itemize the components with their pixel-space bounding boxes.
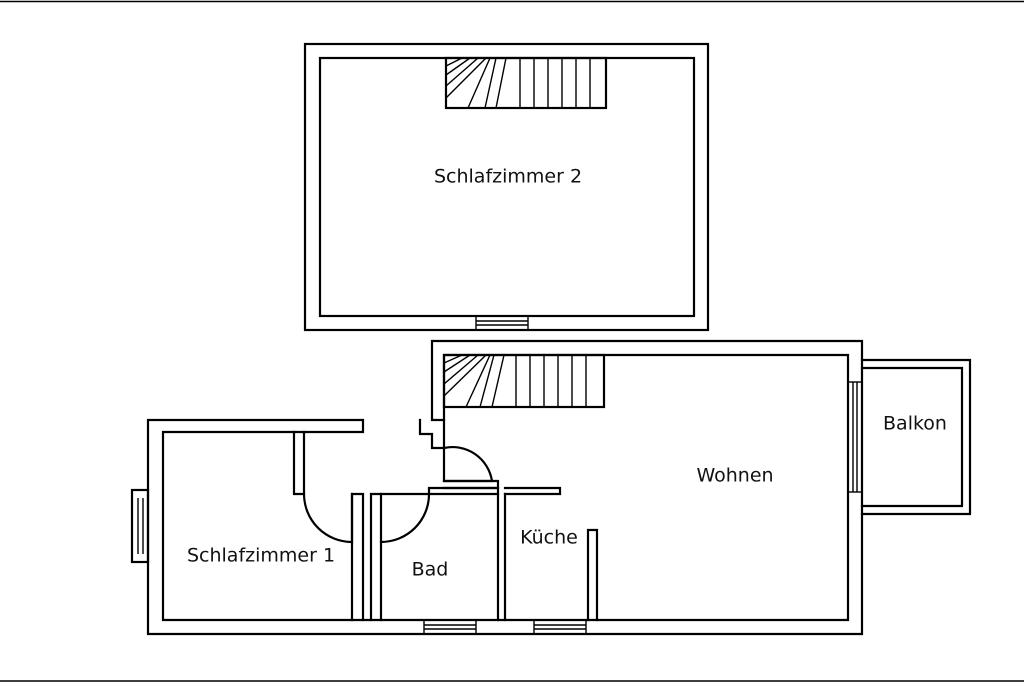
room-label-bad: Bad xyxy=(412,559,449,581)
door-swing-entrance xyxy=(442,446,494,483)
room-label-kueche: Küche xyxy=(520,527,578,549)
upper-staircase xyxy=(444,56,608,110)
wall-bad-right xyxy=(496,492,507,622)
door-swing-bad xyxy=(379,492,431,544)
lower-staircase xyxy=(442,353,606,409)
balcony xyxy=(860,358,972,516)
wall-bad-left xyxy=(369,492,383,622)
upper-window xyxy=(475,316,529,330)
door-swing-schlafzimmer-1 xyxy=(302,492,354,544)
lower-bottom-window-bad xyxy=(423,620,477,634)
room-label-balkon: Balkon xyxy=(883,413,947,435)
lower-bottom-window-kueche xyxy=(533,620,587,634)
room-label-schlafzimmer-1: Schlafzimmer 1 xyxy=(187,545,335,567)
room-label-schlafzimmer-2: Schlafzimmer 2 xyxy=(434,166,582,188)
balcony-door xyxy=(848,381,862,493)
wall-entrance xyxy=(418,418,446,450)
wall-kueche-right xyxy=(586,528,599,622)
upper-floor: Schlafzimmer 2 xyxy=(303,42,710,332)
upper-outer-wall xyxy=(303,42,710,332)
room-label-wohnen: Wohnen xyxy=(696,465,773,487)
lower-left-window xyxy=(130,488,150,564)
wall-schlafzimmer-1-right xyxy=(292,430,306,496)
wall-schlafzimmer-1-east xyxy=(350,492,365,622)
lower-floor: Wohnen Balkon Schlafzimmer 1 Bad Küche xyxy=(130,339,972,636)
wall-kueche-top xyxy=(503,486,562,496)
wall-hall-shelf xyxy=(442,479,500,490)
